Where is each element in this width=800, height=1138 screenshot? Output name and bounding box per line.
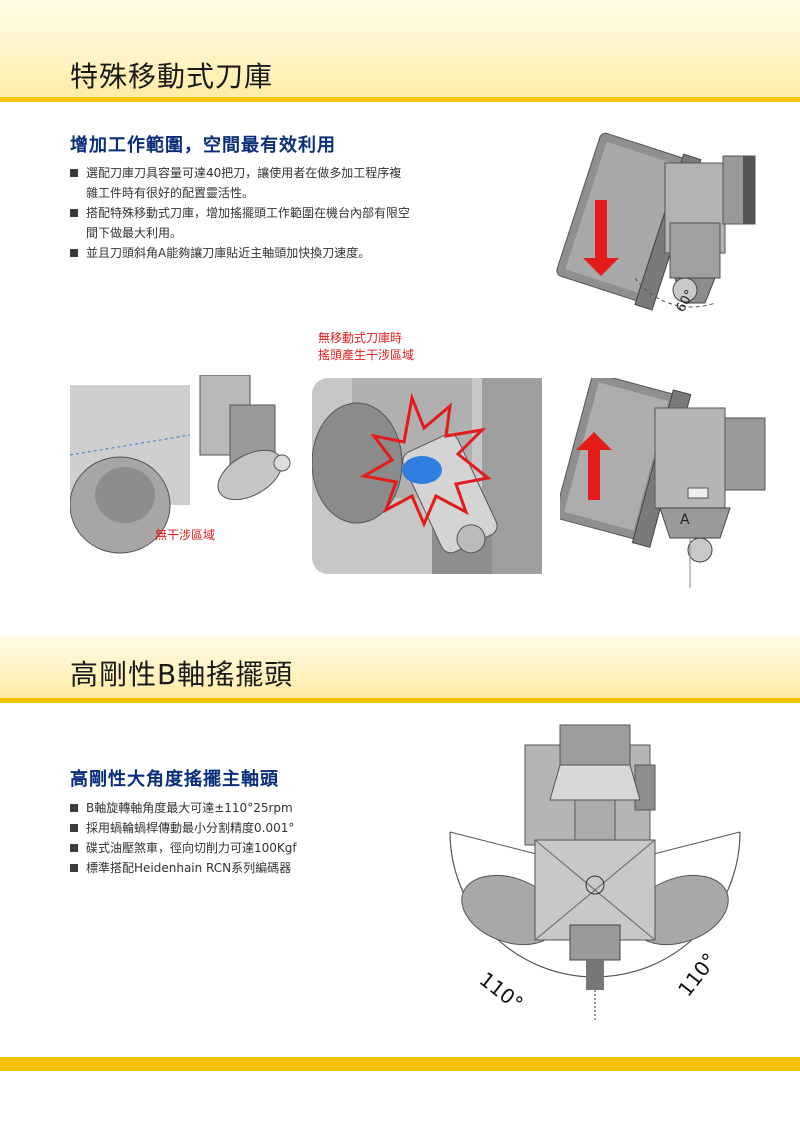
list-item: 採用蝸輪蝸桿傳動最小分割精度0.001° xyxy=(70,818,370,838)
footer-rule xyxy=(0,1057,800,1071)
section-title-bhead: 高剛性B軸搖擺頭 xyxy=(70,658,294,691)
list-item: B軸旋轉軸角度最大可達±110°25rpm xyxy=(70,798,370,818)
header-band-2 xyxy=(0,636,800,702)
angle-label-left: 110° xyxy=(475,967,528,1016)
header-rule-1 xyxy=(0,97,800,102)
header-rule-2 xyxy=(0,698,800,703)
subtitle-bhead: 高剛性大角度搖擺主軸頭 xyxy=(70,769,279,790)
figure-interference xyxy=(312,378,542,574)
interference-caption-line1: 無移動式刀庫時 xyxy=(318,331,403,345)
header-band-1 xyxy=(0,0,800,102)
figure-magazine-upright: A xyxy=(560,378,785,588)
figure-b-axis-head: 110° 110° xyxy=(440,720,750,1025)
list-item: 選配刀庫刀具容量可達40把刀，讓使用者在做多加工程序複雜工件時有很好的配置靈活性… xyxy=(70,163,410,203)
section-title-magazine: 特殊移動式刀庫 xyxy=(70,60,274,93)
figure-magazine-tilted: 60° xyxy=(555,128,785,328)
subtitle-workrange: 增加工作範圍，空間最有效利用 xyxy=(70,135,336,156)
list-item: 搭配特殊移動式刀庫，增加搖擺頭工作範圍在機台內部有限空間下做最大利用。 xyxy=(70,203,410,243)
angle-label-a: A xyxy=(680,512,690,528)
interference-caption: 無移動式刀庫時 搖頭產生干涉區域 xyxy=(318,330,414,364)
feature-list-bhead: B軸旋轉軸角度最大可達±110°25rpm 採用蝸輪蝸桿傳動最小分割精度0.00… xyxy=(70,798,370,878)
interference-caption-line2: 搖頭產生干涉區域 xyxy=(318,348,415,362)
list-item: 碟式油壓煞車，徑向切削力可達100Kgf xyxy=(70,838,370,858)
list-item: 標準搭配Heidenhain RCN系列編碼器 xyxy=(70,858,370,878)
angle-label-right: 110° xyxy=(673,948,722,1001)
feature-list-magazine: 選配刀庫刀具容量可達40把刀，讓使用者在做多加工程序複雜工件時有很好的配置靈活性… xyxy=(70,163,410,263)
no-interference-label: 無干涉區域 xyxy=(155,528,216,542)
list-item: 並且刀頭斜角A能夠讓刀庫貼近主軸頭加快換刀速度。 xyxy=(70,243,410,263)
figure-no-interference xyxy=(70,375,300,565)
